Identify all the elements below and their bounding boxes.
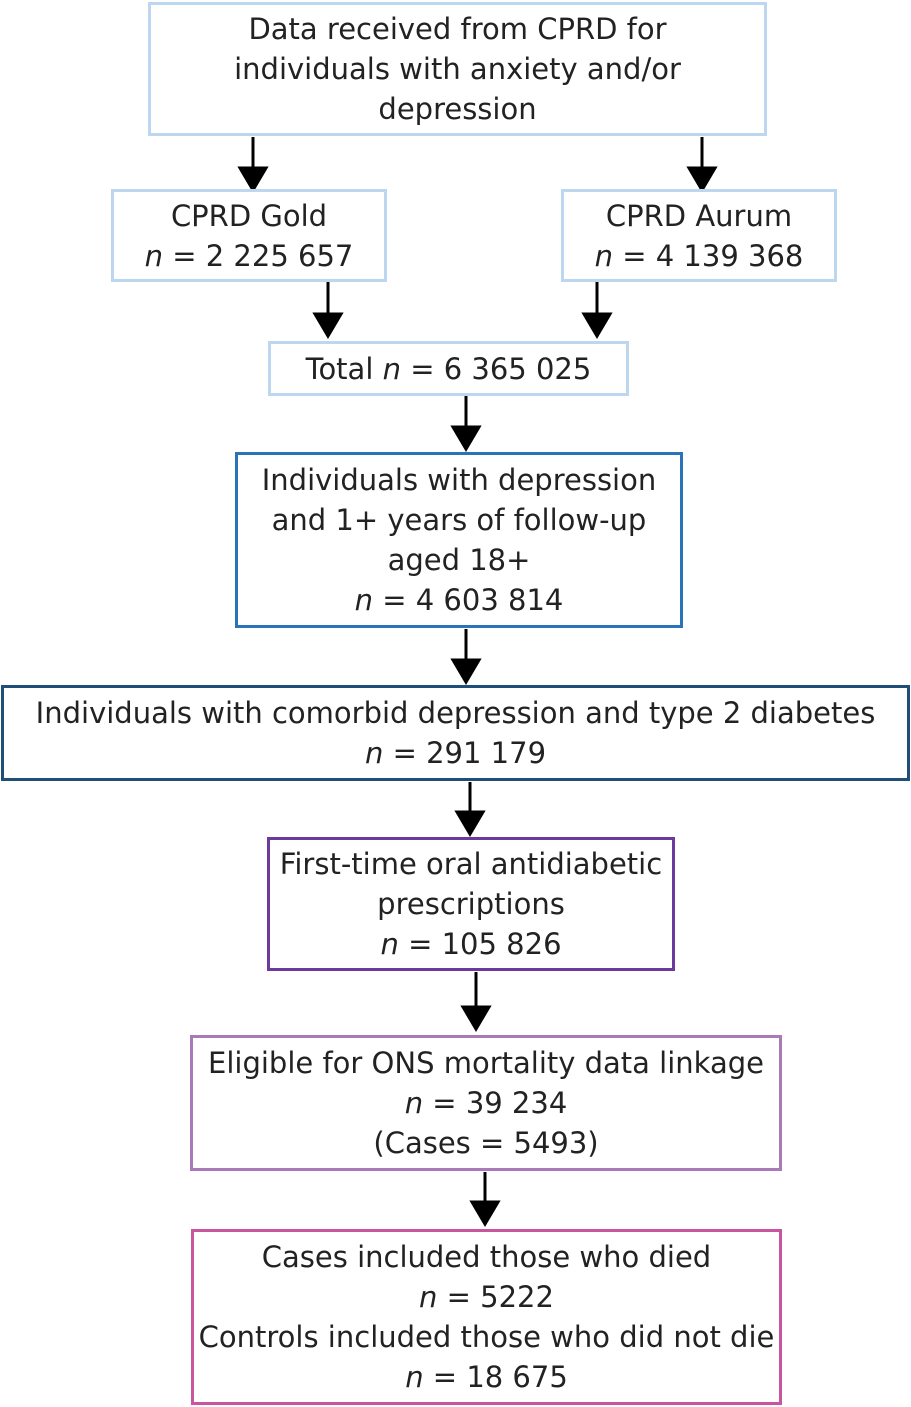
depression-count: n = 4 603 814 [355, 580, 564, 620]
final-controls-label: Controls included those who did not die [198, 1320, 775, 1354]
total-count: Total n = 6 365 025 [306, 349, 592, 389]
final-controls-count: n = 18 675 [405, 1357, 568, 1397]
arrow-source-to-gold [237, 137, 269, 193]
total-value: = 6 365 025 [401, 351, 592, 386]
source-line-2: individuals with anxiety and/or [234, 52, 681, 86]
n-symbol: n [404, 1086, 424, 1120]
n-symbol: n [144, 238, 164, 273]
n-symbol: n [354, 583, 374, 617]
cprd-aurum-value: = 4 139 368 [613, 238, 804, 273]
cprd-gold-box: CPRD Gold n = 2 225 657 [111, 189, 387, 282]
cprd-aurum-label: CPRD Aurum [605, 198, 793, 233]
depression-line-2: and 1+ years of follow-up [271, 503, 647, 537]
arrow-aurum-to-total [581, 282, 613, 339]
comorbid-box: Individuals with comorbid depression and… [1, 685, 910, 781]
cprd-aurum-box: CPRD Aurum n = 4 139 368 [561, 189, 837, 282]
first-time-count: n = 105 826 [380, 924, 561, 964]
comorbid-value: = 291 179 [383, 736, 547, 770]
cprd-gold-count: n = 2 225 657 [145, 236, 354, 276]
first-time-line-1: First-time oral antidiabetic [279, 847, 663, 881]
arrow-firsttime-to-eligible [460, 972, 492, 1032]
depression-box: Individuals with depression and 1+ years… [235, 452, 683, 628]
first-time-value: = 105 826 [398, 927, 562, 961]
final-box: Cases included those who died n = 5222 C… [191, 1229, 782, 1405]
n-symbol: n [364, 736, 384, 770]
source-line-1: Data received from CPRD for [248, 12, 667, 46]
eligible-value: = 39 234 [423, 1086, 568, 1120]
arrow-total-to-depression [450, 396, 482, 452]
eligible-line: Eligible for ONS mortality data linkage [208, 1046, 764, 1080]
comorbid-line: Individuals with comorbid depression and… [35, 696, 876, 730]
depression-line-1: Individuals with depression [261, 463, 657, 497]
arrow-eligible-to-final [469, 1172, 501, 1227]
depression-value: = 4 603 814 [373, 583, 564, 617]
final-cases-count: n = 5222 [419, 1277, 554, 1317]
depression-line-3: aged 18+ [387, 543, 531, 577]
arrow-depression-to-comorbid [450, 629, 482, 685]
arrow-comorbid-to-firsttime [454, 782, 486, 837]
eligible-count: n = 39 234 [405, 1083, 568, 1123]
total-prefix: Total [305, 351, 383, 386]
arrow-source-to-aurum [686, 137, 718, 193]
eligible-cases: (Cases = 5493) [373, 1126, 599, 1160]
n-symbol: n [419, 1280, 438, 1314]
cprd-aurum-count: n = 4 139 368 [595, 236, 804, 276]
cprd-gold-value: = 2 225 657 [163, 238, 354, 273]
cprd-gold-label: CPRD Gold [170, 198, 328, 233]
comorbid-count: n = 291 179 [365, 733, 546, 773]
final-cases-label: Cases included those who died [261, 1240, 712, 1274]
arrow-gold-to-total [312, 282, 344, 339]
n-symbol: n [380, 927, 399, 961]
first-time-line-2: prescriptions [377, 887, 565, 921]
source-line-3: depression [378, 92, 537, 126]
total-box: Total n = 6 365 025 [268, 341, 629, 396]
eligible-box: Eligible for ONS mortality data linkage … [190, 1035, 782, 1171]
final-controls-value: = 18 675 [423, 1360, 568, 1394]
final-cases-value: = 5222 [437, 1280, 554, 1314]
n-symbol: n [405, 1360, 424, 1394]
source-box: Data received from CPRD for individuals … [148, 2, 767, 136]
first-time-box: First-time oral antidiabetic prescriptio… [267, 837, 675, 971]
n-symbol: n [594, 238, 614, 273]
n-symbol: n [382, 351, 401, 386]
